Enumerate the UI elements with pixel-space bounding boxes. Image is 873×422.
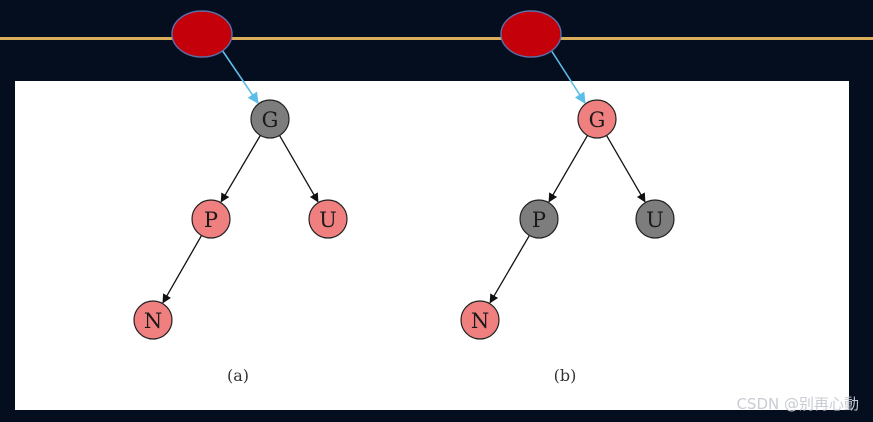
pointer-arrow-a [221, 49, 259, 104]
node-circle [250, 99, 290, 139]
node-circle [577, 99, 617, 139]
node-P-b: P [519, 199, 559, 239]
edge-P-N-a [162, 235, 203, 304]
node-circle [191, 199, 231, 239]
pointer-arrow-b [550, 49, 586, 104]
node-U-b: U [635, 199, 675, 239]
node-G-b: G [577, 99, 617, 139]
node-N-a: N [133, 300, 173, 340]
node-P-a: P [191, 199, 231, 239]
node-circle [308, 199, 348, 239]
node-circle [460, 300, 500, 340]
node-label: P [532, 208, 546, 232]
edge-G-P-b [548, 135, 589, 203]
node-circle [133, 300, 173, 340]
caption-a: (a) [227, 366, 249, 385]
caption-b: (b) [554, 366, 577, 385]
watermark-text: CSDN @别再心動 [736, 395, 859, 413]
edge-G-U-b [605, 135, 646, 203]
node-label: G [262, 108, 279, 132]
pointer-node-b [500, 10, 562, 58]
edge-G-P-a [220, 135, 261, 203]
node-label: U [646, 208, 664, 232]
node-N-b: N [460, 300, 500, 340]
node-label: N [471, 309, 489, 333]
slide-header-rule [0, 37, 873, 40]
node-U-a: U [308, 199, 348, 239]
pointer-node-a [171, 10, 233, 58]
node-label: G [589, 108, 606, 132]
edge-P-N-b [489, 235, 530, 304]
node-label: U [319, 208, 337, 232]
diagram-panel [15, 81, 849, 410]
edge-G-U-a [278, 135, 319, 203]
node-circle [519, 199, 559, 239]
node-label: P [204, 208, 218, 232]
node-circle [635, 199, 675, 239]
node-label: N [144, 309, 162, 333]
node-G-a: G [250, 99, 290, 139]
